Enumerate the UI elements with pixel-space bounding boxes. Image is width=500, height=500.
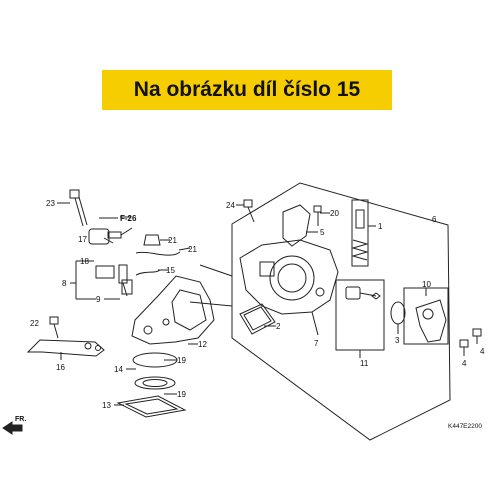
callout-16: 16	[56, 363, 65, 372]
callout-11: 11	[360, 359, 369, 368]
o-ring-gasket	[239, 303, 276, 335]
pin-part	[345, 286, 381, 300]
callout-6: 6	[432, 215, 437, 224]
callout-2: 2	[276, 322, 281, 331]
callout-1: 1	[378, 222, 383, 231]
sensor-part	[88, 228, 122, 245]
screw-part	[313, 205, 322, 226]
callout-23: 23	[46, 199, 55, 208]
callout-3: 3	[395, 336, 400, 345]
bracket-part	[26, 339, 105, 357]
callout-7: 7	[314, 339, 319, 348]
callout-24: 24	[226, 201, 235, 210]
idle-air-control-part	[415, 299, 447, 343]
part-number-banner: Na obrázku díl číslo 15	[102, 70, 392, 110]
callout-19b: 19	[177, 390, 186, 399]
gasket-part	[116, 352, 187, 418]
callout-21a: 21	[168, 236, 177, 245]
figure-code: K447E2200	[448, 423, 482, 430]
banner-text: Na obrázku díl číslo 15	[133, 78, 361, 101]
front-direction-label: FR.	[15, 416, 26, 423]
callout-19a: 19	[177, 356, 186, 365]
o-ring-part	[390, 301, 406, 325]
callout-17: 17	[78, 235, 87, 244]
callout-13: 13	[102, 401, 111, 410]
injector-part	[95, 264, 133, 297]
bolt-part	[243, 199, 255, 223]
nut-part	[143, 234, 161, 246]
bolt-part	[49, 316, 59, 339]
callout-8: 8	[62, 279, 67, 288]
reference-f26: F-26	[120, 214, 137, 223]
callout-5: 5	[320, 228, 325, 237]
assembly-outline	[189, 182, 451, 441]
callout-15: 15	[166, 266, 175, 275]
callout-9: 9	[96, 295, 101, 304]
throttle-body-part	[131, 275, 215, 345]
callout-4b: 4	[480, 347, 485, 356]
callout-20: 20	[330, 209, 339, 218]
sensor-bracket-part	[282, 204, 311, 247]
callout-12: 12	[198, 340, 207, 349]
callout-18: 18	[80, 257, 89, 266]
callout-21b: 21	[188, 245, 197, 254]
callout-10: 10	[422, 280, 431, 289]
callout-14: 14	[114, 365, 123, 374]
valve-part	[351, 199, 369, 267]
callout-4a: 4	[462, 359, 467, 368]
screw-part	[459, 328, 482, 356]
throttle-body-main	[239, 239, 339, 315]
bolt-part	[69, 189, 88, 227]
callout-22: 22	[30, 319, 39, 328]
